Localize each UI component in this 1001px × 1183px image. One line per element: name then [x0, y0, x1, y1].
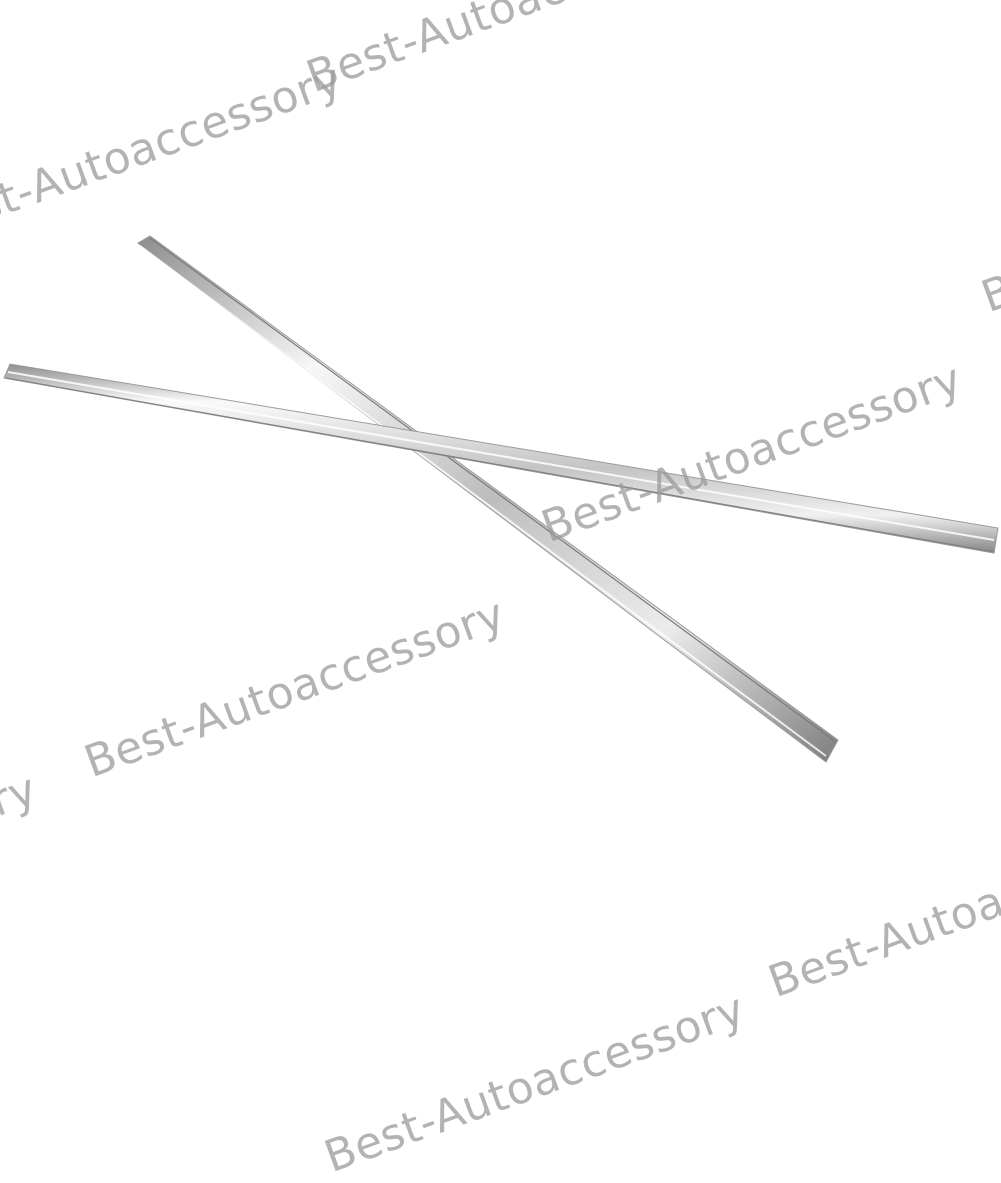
trim-strip-horizontal — [3, 363, 999, 554]
watermark-text: Best-Autoaccessory — [318, 983, 752, 1183]
trim-strip-diagonal — [137, 235, 839, 763]
chrome-trim-strips — [3, 235, 999, 763]
